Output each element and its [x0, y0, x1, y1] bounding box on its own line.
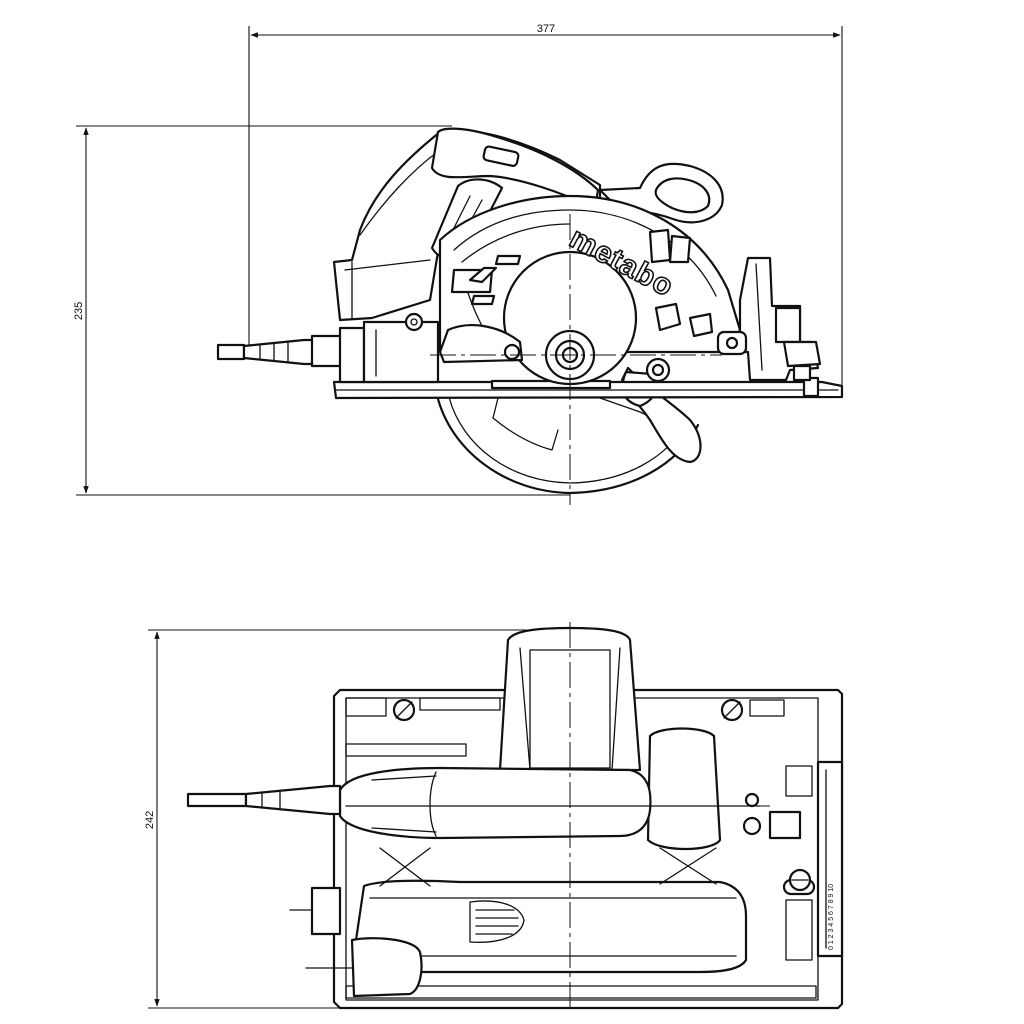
motor-cover-top — [498, 626, 642, 772]
power-cord-top — [186, 784, 342, 816]
top-view: 0 1 2 3 4 5 6 7 8 9 10 — [186, 622, 844, 1012]
dimension-height-label: 235 — [73, 302, 85, 320]
dimension-width-label: 242 — [144, 811, 156, 829]
guard-pivot — [645, 357, 671, 383]
base-screws — [392, 698, 812, 892]
dimension-length: 377 — [248, 23, 843, 388]
base-plate — [332, 376, 844, 400]
riving-knife — [438, 324, 524, 364]
rear-bevel-bracket — [338, 312, 440, 384]
dimension-height: 235 — [73, 125, 570, 496]
front-depth-adjustment — [716, 256, 822, 382]
scale-label: 0 1 2 3 4 5 6 7 8 9 10 — [828, 884, 835, 950]
blade-housing-top — [354, 847, 748, 974]
front-handle-top — [646, 727, 722, 851]
lower-guard-lever-top — [289, 886, 423, 998]
dimension-length-label: 377 — [537, 23, 555, 35]
power-cord — [216, 334, 344, 368]
side-view: metabo — [216, 127, 844, 505]
